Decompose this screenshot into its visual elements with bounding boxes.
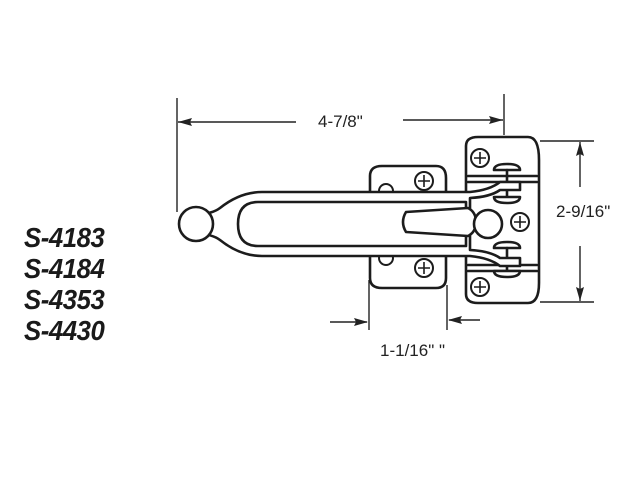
part-number: S-4184 <box>24 253 105 284</box>
height-dimension: 2-9/16" <box>540 140 610 303</box>
part-number: S-4353 <box>24 284 105 315</box>
length-dimension: 4-7/8" <box>176 94 505 212</box>
screw-icon <box>414 171 434 191</box>
swing-bar <box>177 180 522 268</box>
strike-width-dimension: 1-1/16" " <box>330 280 480 360</box>
part-number-list: S-4183 S-4184 S-4353 S-4430 <box>24 222 111 346</box>
screw-icon <box>470 148 490 168</box>
part-number: S-4183 <box>24 222 105 253</box>
strike-width-label: 1-1/16" " <box>380 341 445 360</box>
screw-icon <box>510 212 530 232</box>
part-number: S-4430 <box>24 315 105 346</box>
screw-icon <box>414 258 434 278</box>
screw-icon <box>470 277 490 297</box>
height-label: 2-9/16" <box>556 202 610 221</box>
length-label: 4-7/8" <box>318 112 363 131</box>
